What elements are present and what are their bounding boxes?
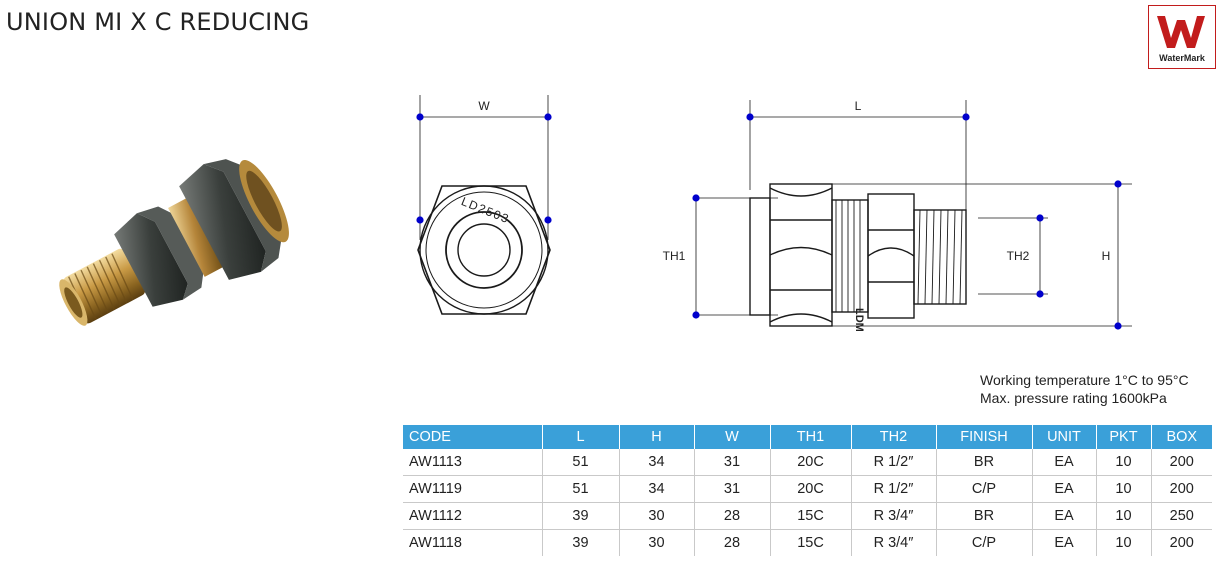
column-header: L [542, 425, 620, 449]
cell-pkt: 10 [1096, 502, 1152, 530]
cell-h: 34 [619, 449, 695, 476]
product-photo [59, 159, 289, 326]
spec-notes: Working temperature 1°C to 95°C Max. pre… [980, 371, 1189, 407]
dim-th1-label: TH1 [663, 249, 686, 263]
cell-w: 31 [694, 475, 771, 503]
table-header-row: CODE L H W TH1 TH2 FINISH UNIT PKT BOX [403, 425, 1212, 449]
cell-code: AW1118 [403, 529, 543, 556]
page-title: UNION MI X C REDUCING [6, 8, 310, 36]
watermark-logo: WaterMark [1148, 5, 1216, 69]
cell-pkt: 10 [1096, 529, 1152, 556]
column-header: W [694, 425, 771, 449]
cell-code: AW1119 [403, 475, 543, 503]
cell-unit: EA [1032, 475, 1097, 503]
column-header: PKT [1096, 425, 1152, 449]
column-header: TH1 [770, 425, 852, 449]
cell-th2: R 1/2″ [851, 449, 937, 476]
cell-th2: R 1/2″ [851, 475, 937, 503]
note-temperature: Working temperature 1°C to 95°C [980, 372, 1189, 388]
side-view-drawing: L TH1 TH2 H LDM [663, 99, 1132, 332]
nut-marking: LD2503 [459, 194, 512, 226]
cell-th1: 20C [770, 475, 852, 503]
cell-h: 30 [619, 529, 695, 556]
column-header: TH2 [851, 425, 937, 449]
dim-l-label: L [855, 99, 862, 113]
cell-box: 200 [1169, 535, 1194, 551]
spec-table: CODE L H W TH1 TH2 FINISH UNIT PKT BOX A… [403, 425, 1212, 556]
cell-finish: BR [936, 502, 1033, 530]
cell-l: 51 [542, 475, 620, 503]
cell-h: 34 [619, 475, 695, 503]
dim-w-label: W [478, 99, 490, 113]
note-pressure: Max. pressure rating 1600kPa [980, 390, 1167, 406]
cell-w: 28 [694, 502, 771, 530]
front-view-drawing: W LD2503 [416, 95, 552, 315]
cell-pkt: 10 [1096, 475, 1152, 503]
cell-l: 39 [542, 529, 620, 556]
table-row: AW1113 51 34 31 20C R 1/2″ BR EA 10 200 [403, 449, 1212, 476]
cell-box: 200 [1151, 475, 1212, 503]
cell-th2: R 3/4″ [851, 502, 937, 530]
body-marking: LDM [853, 308, 865, 332]
cell-l: 39 [542, 502, 620, 530]
cell-th1: 15C [770, 502, 852, 530]
watermark-logo-text: WaterMark [1159, 53, 1205, 63]
cell-code: AW1112 [403, 502, 543, 530]
cell-l: 51 [542, 449, 620, 476]
cell-w: 31 [694, 449, 771, 476]
cell-th1: 20C [770, 449, 852, 476]
table-row: AW1112 39 30 28 15C R 3/4″ BR EA 10 250 [403, 502, 1212, 530]
cell-w: 28 [694, 529, 771, 556]
cell-finish: BR [936, 449, 1033, 476]
cell-box: 200 [1151, 449, 1212, 476]
watermark-w-icon [1157, 16, 1205, 48]
cell-h: 30 [619, 502, 695, 530]
cell-unit: EA [1032, 502, 1097, 530]
cell-th1: 15C [770, 529, 852, 556]
column-header: BOX [1151, 425, 1212, 449]
table-row: AW1119 51 34 31 20C R 1/2″ C/P EA 10 200 [403, 475, 1212, 503]
column-header: H [619, 425, 695, 449]
dim-th2-label: TH2 [1007, 249, 1030, 263]
table-row: AW1118 39 30 28 15C R 3/4″ C/P EA 10 200 [403, 529, 1212, 556]
column-header: CODE [403, 425, 543, 449]
cell-finish: C/P [936, 529, 1033, 556]
cell-th2: R 3/4″ [851, 529, 937, 556]
cell-pkt: 10 [1096, 449, 1152, 476]
cell-code: AW1113 [403, 449, 543, 476]
cell-finish: C/P [936, 475, 1033, 503]
cell-unit: EA [1032, 529, 1097, 556]
cell-box: 250 [1151, 502, 1212, 530]
dim-h-label: H [1102, 249, 1111, 263]
column-header: FINISH [936, 425, 1033, 449]
cell-unit: EA [1032, 449, 1097, 476]
column-header: UNIT [1032, 425, 1097, 449]
